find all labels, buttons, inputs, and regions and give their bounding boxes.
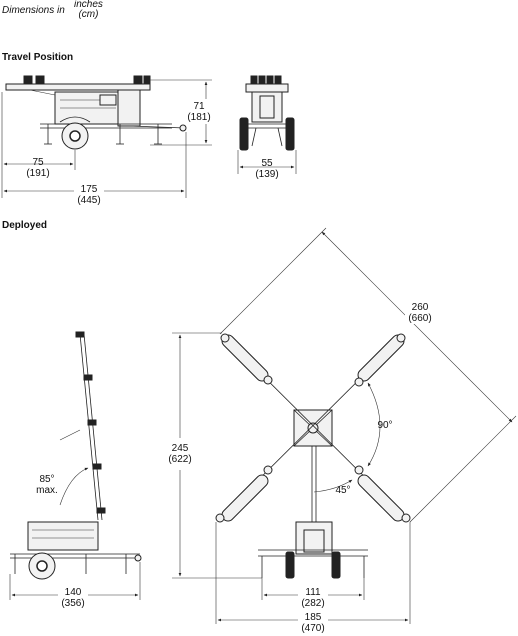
dim-inches: 55: [261, 158, 273, 169]
angle-note: max.: [36, 485, 58, 496]
base-width-label: 111 (282): [298, 587, 328, 609]
lamp-icon: [87, 419, 97, 426]
travel-height-label: 71 (181): [184, 101, 214, 123]
dim-inches: 111: [305, 587, 321, 598]
dim-cm: (622): [168, 454, 192, 465]
deployed-height-label: 245 (622): [165, 443, 195, 465]
lamp-icon: [221, 474, 269, 522]
side-length-label: 140 (356): [58, 587, 88, 609]
dim-inches: 75: [32, 157, 44, 168]
stowed-mast: [5, 83, 151, 91]
travel-rear-view: [239, 75, 295, 151]
dim-inches: 140: [64, 587, 82, 598]
wheel: [331, 551, 341, 579]
lamp-icon: [250, 75, 258, 85]
side-angle-label: 85° max.: [30, 474, 64, 496]
lamp-icon: [35, 75, 45, 85]
units-cm: (cm): [78, 9, 99, 20]
deployed-front-view: [215, 333, 411, 579]
dim-cm: (139): [255, 169, 279, 180]
travel-position-heading: Travel Position: [2, 52, 74, 63]
deployed-heading: Deployed: [2, 220, 48, 231]
tilt-angle-label: 45°: [335, 485, 351, 496]
light-span-label: 185 (470): [298, 612, 328, 634]
lamp-icon: [357, 474, 405, 522]
units-fraction: inches (cm): [74, 0, 103, 20]
dim-inches: 245: [171, 443, 189, 454]
lamp-icon: [96, 507, 106, 514]
dim-cm: (191): [26, 168, 50, 179]
mast-base: [117, 89, 141, 127]
dim-inches: 71: [193, 101, 205, 112]
dim-cm: (660): [408, 313, 432, 324]
units-legend: Dimensions in: [2, 5, 65, 16]
dim-cm: (470): [301, 623, 325, 634]
lamp-icon: [23, 75, 33, 85]
angle-degrees: 85°: [39, 474, 55, 485]
lamp-icon: [143, 75, 151, 85]
dim-inches: 175: [80, 184, 98, 195]
deployed-side-view: [10, 331, 142, 580]
travel-axle-label: 75 (191): [23, 157, 53, 179]
arm-angle-label: 90°: [377, 420, 393, 431]
travel-side-view: [5, 75, 187, 150]
diagonal-span-label: 260 (660): [405, 302, 435, 324]
dim-inches: 260: [411, 302, 429, 313]
wheel: [239, 117, 249, 151]
dim-cm: (282): [301, 598, 325, 609]
units-prefix: Dimensions in: [2, 5, 65, 16]
units-inches: inches: [74, 0, 103, 10]
lamp-icon: [83, 374, 93, 381]
lamp-icon: [92, 463, 102, 470]
lamp-icon: [133, 75, 143, 85]
dim-cm: (181): [187, 112, 211, 123]
dim-cm: (445): [77, 195, 101, 206]
dim-cm: (356): [61, 598, 85, 609]
hitch-coupler: [179, 124, 187, 132]
dim-inches: 185: [304, 612, 322, 623]
wheel: [285, 551, 295, 579]
travel-width-label: 55 (139): [252, 158, 282, 180]
lamp-icon: [266, 75, 274, 85]
wheel: [285, 117, 295, 151]
generator-housing: [27, 521, 99, 551]
lamp-icon: [75, 331, 85, 338]
lamp-icon: [258, 75, 266, 85]
travel-length-label: 175 (445): [74, 184, 104, 206]
lamp-icon: [274, 75, 282, 85]
